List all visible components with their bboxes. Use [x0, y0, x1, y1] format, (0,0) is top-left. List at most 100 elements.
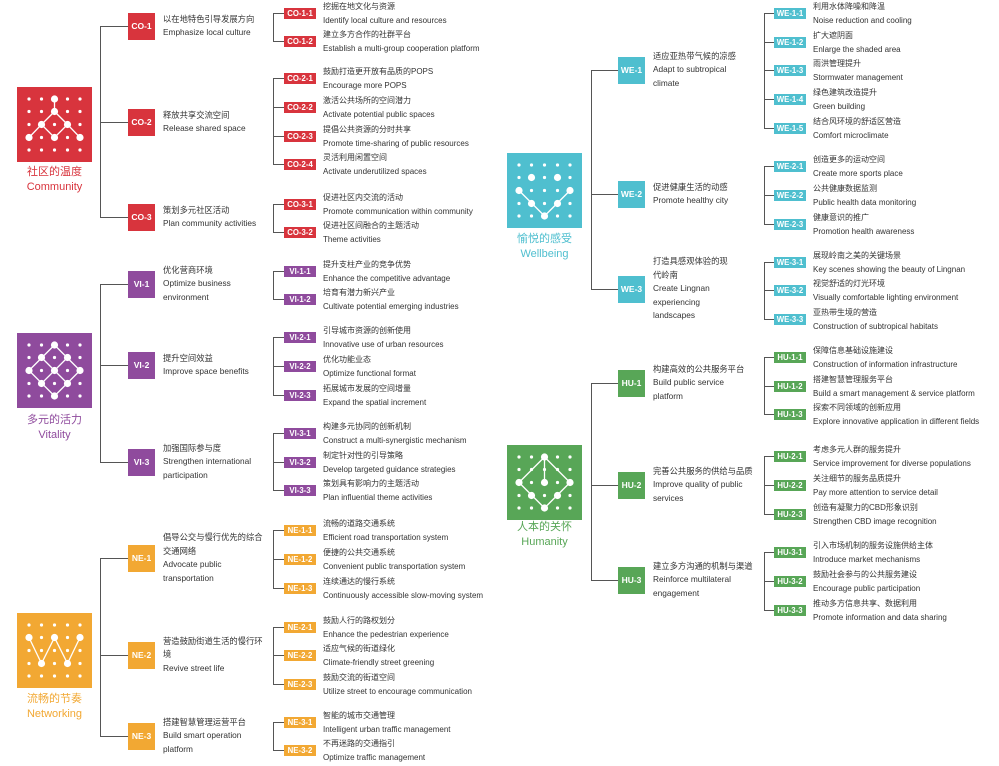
action-title-zh: 鼓励社会参与的公共服务建设 [813, 570, 917, 579]
connector-line [764, 70, 774, 72]
action-code-badge: NE-2-1 [284, 622, 316, 633]
action-code-badge: WE-1-3 [774, 65, 806, 76]
connector-line [273, 232, 284, 234]
action-code-badge: WE-1-4 [774, 94, 806, 105]
action-title-en: Utilize street to encourage communicatio… [323, 687, 472, 696]
action-title-en: Pay more attention to service detail [813, 488, 938, 497]
action-code-badge: HU-2-1 [774, 451, 806, 462]
action-title-zh: 扩大遮阴面 [813, 31, 853, 40]
action-title-en: Activate underutilized spaces [323, 167, 427, 176]
strategy-code-badge: HU-2 [618, 471, 645, 499]
action-title-zh: 制定针对性的引导策略 [323, 451, 403, 460]
connector-line [273, 41, 284, 43]
action-title-zh: 鼓励打造更开放有品质的POPS [323, 67, 434, 76]
connector-line [273, 271, 284, 273]
connector-line [273, 204, 284, 206]
action-code-badge: VI-3-1 [284, 428, 316, 439]
action-title-en: Enlarge the shaded area [813, 45, 901, 54]
hub-network-icon [515, 453, 574, 512]
strategy-title-en: Improve quality of public services [653, 479, 743, 503]
action-title-zh: 鼓励交流的街道空间 [323, 673, 395, 682]
strategy-title-en: Improve space benefits [163, 366, 249, 376]
action-title-zh: 关注细节的服务品质提升 [813, 474, 901, 483]
action-title-zh: 引入市场机制的服务设施供给主体 [813, 541, 933, 550]
action-code-badge: CO-2-3 [284, 131, 316, 142]
network-tree-icon [25, 95, 84, 152]
strategy-code-badge: VI-2 [128, 351, 155, 379]
action-title-en: Convenient public transportation system [323, 562, 466, 571]
category-title-en: Wellbeing [520, 248, 569, 260]
action-title-zh: 拓展城市发展的空间增量 [323, 384, 411, 393]
path-network-icon [17, 613, 92, 688]
strategy-code-badge: NE-3 [128, 722, 155, 750]
connector-line [764, 13, 774, 15]
strategy-title-en: Advocate public transportation [163, 559, 222, 583]
action-title-zh: 培育有潜力新兴产业 [323, 288, 395, 297]
action-title-en: Visually comfortable lighting environmen… [813, 293, 959, 302]
action-code-badge: WE-3-2 [774, 285, 806, 296]
action-title-zh: 激活公共场所的空间潜力 [323, 96, 411, 105]
connector-line [764, 485, 774, 487]
strategy-title-zh: 倡导公交与慢行优先的综合交通网络 [163, 532, 263, 556]
action-title-en: Promote communication within community [323, 207, 473, 216]
action-title-en: Promote information and data sharing [813, 613, 947, 622]
action-code-badge: HU-2-3 [774, 509, 806, 520]
action-code-badge: HU-3-1 [774, 547, 806, 558]
connector-line [764, 290, 774, 292]
action-title-zh: 保障信息基础设施建设 [813, 346, 893, 355]
action-title-en: Plan influential theme activities [323, 493, 433, 502]
action-title-zh: 引导城市资源的创新使用 [323, 326, 411, 335]
action-code-badge: WE-3-1 [774, 257, 806, 268]
connector-line [273, 136, 284, 138]
connector-line [273, 750, 284, 752]
connector-line [764, 128, 774, 130]
connector-line [100, 365, 128, 367]
action-title-en: Key scenes showing the beauty of Lingnan [813, 265, 966, 274]
connector-line [764, 552, 774, 554]
connector-line [764, 166, 774, 168]
action-title-zh: 促进社区间融合的主题活动 [323, 221, 419, 230]
strategy-code-badge: HU-1 [618, 369, 645, 397]
connector-line [591, 580, 618, 582]
action-title-en: Comfort microclimate [813, 131, 889, 140]
hub-network-icon [507, 445, 582, 520]
action-code-badge: VI-3-2 [284, 457, 316, 468]
action-code-badge: HU-1-1 [774, 352, 806, 363]
strategy-code-badge: CO-2 [128, 108, 155, 136]
connector-line [273, 655, 284, 657]
action-title-zh: 适应气候的街道绿化 [323, 644, 395, 653]
category-title-zh: 愉悦的感受 [517, 233, 572, 245]
action-title-zh: 智能的城市交通管理 [323, 711, 395, 720]
action-title-en: Encourage more POPS [323, 81, 407, 90]
action-title-en: Create more sports place [813, 169, 903, 178]
action-title-zh: 流畅的道路交通系统 [323, 519, 395, 528]
action-code-badge: HU-1-3 [774, 409, 806, 420]
action-code-badge: WE-1-2 [774, 37, 806, 48]
action-title-zh: 搭建智慧管理服务平台 [813, 375, 893, 384]
connector-line [273, 78, 275, 165]
strategy-title-zh: 加强国际参与度 [163, 442, 222, 453]
action-code-badge: HU-2-2 [774, 480, 806, 491]
connector-line [100, 558, 128, 560]
